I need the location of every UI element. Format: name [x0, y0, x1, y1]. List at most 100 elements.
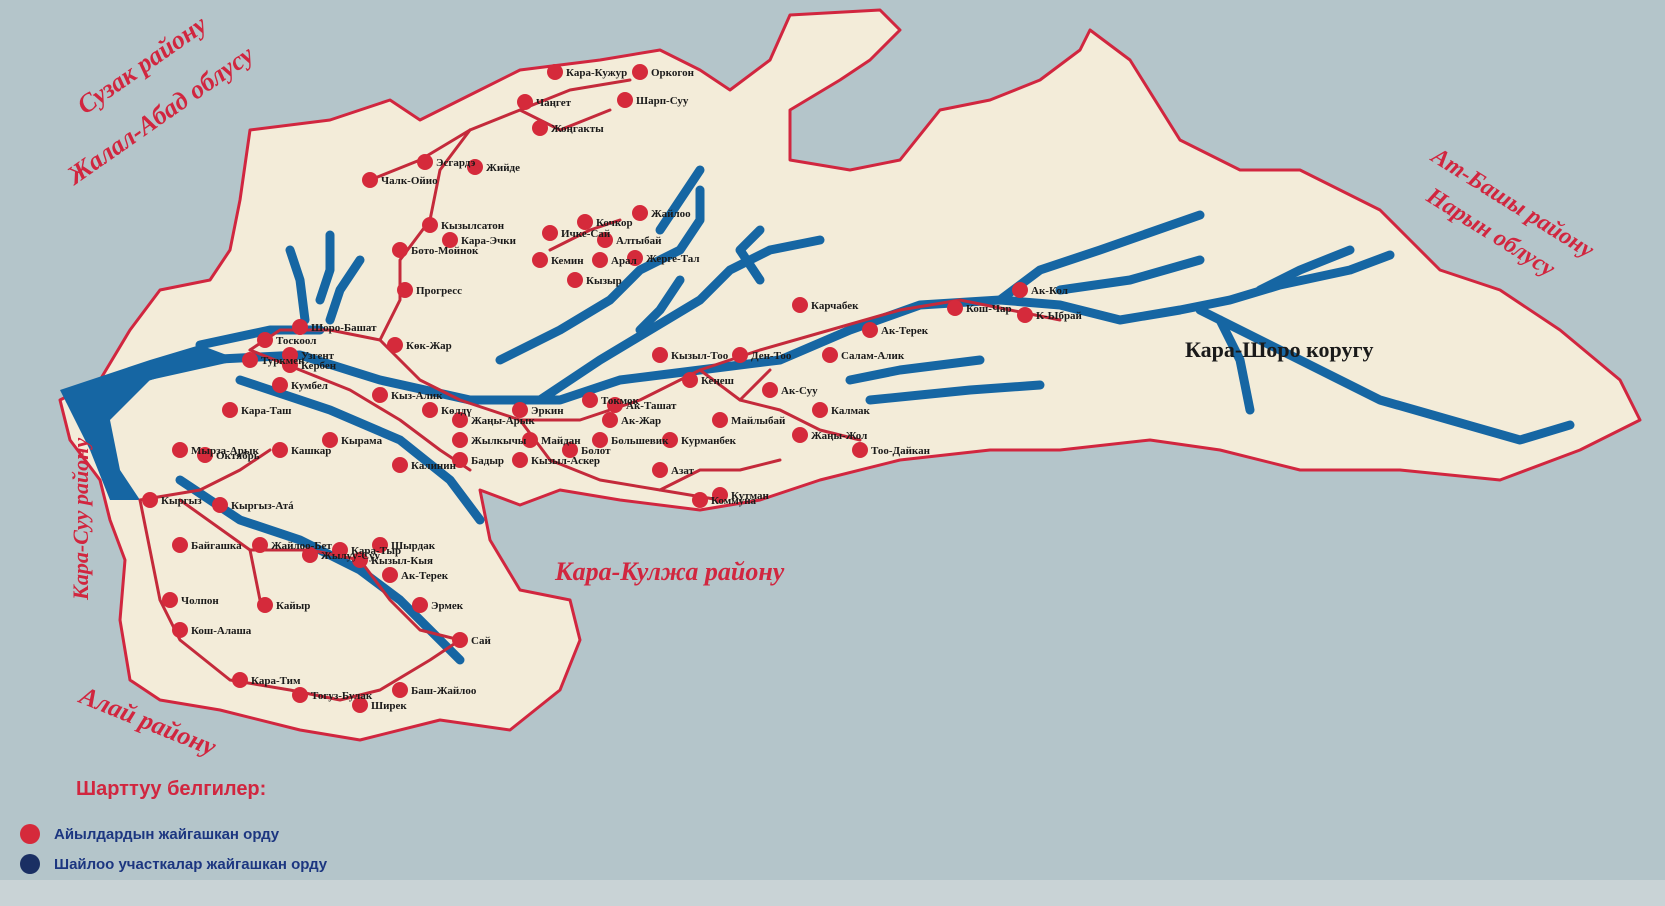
village-marker — [822, 347, 838, 363]
village-marker — [422, 217, 438, 233]
village-marker — [272, 377, 288, 393]
village-marker — [632, 64, 648, 80]
village-label: Жайлоо — [651, 208, 691, 220]
village-label: Кыз-Алик — [391, 390, 443, 402]
village-marker — [452, 432, 468, 448]
village-marker — [532, 120, 548, 136]
village-marker — [762, 382, 778, 398]
village-label: Азат — [671, 465, 695, 477]
village-marker — [652, 347, 668, 363]
village-marker — [512, 402, 528, 418]
village-marker — [532, 252, 548, 268]
village-marker — [197, 447, 213, 463]
navy-dot-icon — [20, 854, 40, 874]
village-label: Кумбел — [291, 380, 328, 392]
village-label: Оркогон — [651, 67, 695, 79]
village-label: Көк-Жар — [406, 340, 452, 352]
village-marker — [422, 402, 438, 418]
village-marker — [1017, 307, 1033, 323]
village-marker — [332, 542, 348, 558]
village-marker — [387, 337, 403, 353]
village-label: Мырза-Арык — [191, 445, 259, 457]
village-marker — [212, 497, 228, 513]
village-label: Тоскоол — [276, 335, 316, 347]
village-marker — [452, 452, 468, 468]
village-marker — [302, 547, 318, 563]
village-label: Кара-Эчки — [461, 235, 517, 247]
village-label: Калинин — [411, 460, 457, 472]
village-label: Тогуз-Булак — [311, 690, 373, 702]
village-marker — [652, 462, 668, 478]
village-marker — [577, 214, 593, 230]
village-label: Сай — [471, 635, 491, 647]
legend-title: Шарттуу белгилер: — [76, 778, 267, 800]
village-marker — [352, 697, 368, 713]
village-marker — [292, 687, 308, 703]
village-label: Ак-Терек — [401, 570, 449, 582]
legend-item-villages: Айылдардын жайгашкан орду — [20, 824, 279, 844]
village-marker — [862, 322, 878, 338]
village-marker — [662, 432, 678, 448]
village-marker — [392, 682, 408, 698]
village-marker — [452, 632, 468, 648]
village-label: Салам-Алик — [841, 350, 905, 362]
village-marker — [512, 452, 528, 468]
village-label: Ак-Ташат — [626, 400, 677, 412]
village-marker — [322, 432, 338, 448]
village-marker — [372, 387, 388, 403]
village-marker — [172, 537, 188, 553]
village-label: Калмак — [831, 405, 871, 417]
reserve-label: Кара-Шоро коругу — [1185, 337, 1373, 362]
village-label: Кош-Чар — [966, 303, 1012, 315]
village-marker — [282, 357, 298, 373]
village-label: Кызыл-Тоо — [671, 350, 729, 362]
village-markers — [142, 64, 1033, 713]
village-label: Чолпон — [181, 595, 219, 607]
village-marker — [142, 492, 158, 508]
village-marker — [362, 172, 378, 188]
village-marker — [732, 347, 748, 363]
village-label: Ичке-Сай — [561, 228, 611, 240]
village-marker — [222, 402, 238, 418]
village-label: Кочкор — [596, 217, 633, 229]
village-label: Кызылсатон — [441, 220, 505, 232]
village-label: Чалк-Ойио — [381, 175, 438, 187]
village-label: Ак-Жар — [621, 415, 661, 427]
village-label: Кемин — [551, 255, 584, 267]
village-label: Кутман — [731, 490, 770, 502]
village-marker — [522, 432, 538, 448]
village-label: Эрмек — [431, 600, 464, 612]
village-marker — [467, 159, 483, 175]
village-label: Кырама — [341, 435, 383, 447]
village-label: Байгашка — [191, 540, 242, 552]
rivers — [60, 165, 1575, 665]
village-label: Жылкычы — [471, 435, 527, 447]
village-marker — [712, 412, 728, 428]
village-label: Шырдак — [391, 540, 436, 552]
village-marker — [392, 242, 408, 258]
village-marker — [412, 597, 428, 613]
village-marker — [582, 392, 598, 408]
village-marker — [517, 94, 533, 110]
village-marker — [392, 457, 408, 473]
village-marker — [547, 64, 563, 80]
village-label: Октябрь — [216, 450, 260, 462]
village-marker — [252, 537, 268, 553]
village-label: Кара-Тыр — [351, 545, 401, 557]
village-marker — [397, 282, 413, 298]
village-marker — [602, 412, 618, 428]
village-label: Кеңеш — [701, 375, 734, 387]
village-label: Кара-Таш — [241, 405, 291, 417]
village-marker — [162, 592, 178, 608]
village-label: Эсгардэ — [436, 157, 476, 169]
village-marker — [592, 432, 608, 448]
village-marker — [792, 297, 808, 313]
legend-item-polling-stations: Шайлоо участкалар жайгашкан орду — [20, 854, 327, 874]
village-label: Кызыр — [586, 275, 622, 287]
village-label: Майлыбай — [731, 415, 786, 427]
village-marker — [812, 402, 828, 418]
village-label: Жоңгакты — [551, 123, 604, 135]
village-label: Шоро-Башат — [311, 322, 377, 334]
village-marker — [417, 154, 433, 170]
village-label: Шарп-Суу — [636, 95, 689, 107]
